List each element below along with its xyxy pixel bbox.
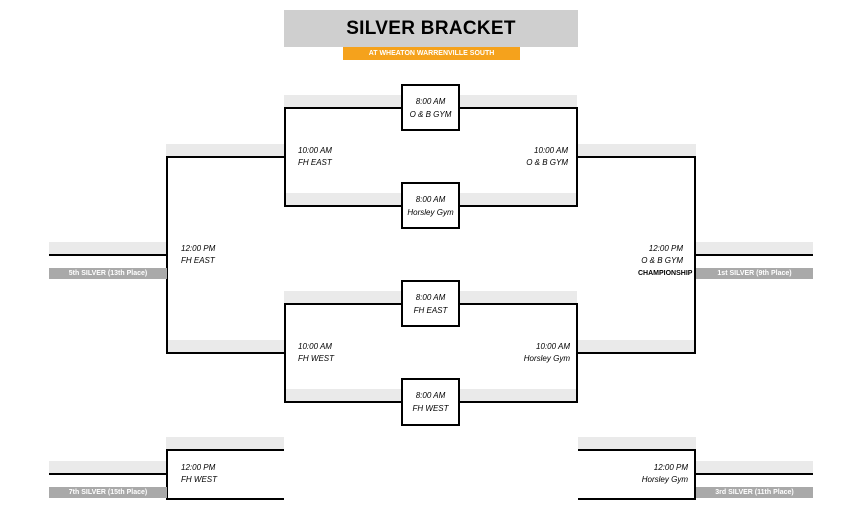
game-time: 8:00 AM <box>415 96 446 106</box>
game-venue: FH WEST <box>412 404 449 413</box>
bracket-line <box>694 254 813 256</box>
bracket-line <box>166 156 286 158</box>
bracket-line <box>578 498 696 500</box>
bracket-line <box>459 401 578 403</box>
bracket-line <box>49 473 168 475</box>
game-time: 10:00 AM <box>298 342 332 351</box>
game-q1: 10:00 AM FH EAST <box>298 145 332 169</box>
bracket-line <box>459 303 578 305</box>
game-time: 10:00 AM <box>298 146 332 155</box>
team-slot <box>284 389 402 403</box>
game-venue: O & B GYM <box>526 158 568 167</box>
game-venue: FH EAST <box>298 158 332 167</box>
game-q4: 10:00 AM Horsley Gym <box>508 341 570 365</box>
game-time: 8:00 AM <box>415 194 446 204</box>
team-slot <box>284 95 402 109</box>
game-venue: O & B GYM <box>641 256 683 265</box>
place-label-3rd: 3rd SILVER (11th Place) <box>696 487 813 498</box>
game-box-1: 8:00 AM O & B GYM <box>401 84 460 131</box>
team-slot <box>459 389 577 403</box>
bracket-line <box>459 107 578 109</box>
team-slot <box>459 291 577 305</box>
game-box-2: 8:00 AM Horsley Gym <box>401 182 460 229</box>
team-slot <box>166 144 284 158</box>
bracket-line <box>578 449 696 451</box>
game-q2: 10:00 AM O & B GYM <box>508 145 568 169</box>
place-label-1st: 1st SILVER (9th Place) <box>696 268 813 279</box>
bracket-line <box>284 107 402 109</box>
team-slot <box>696 242 813 256</box>
game-time: 12:00 PM <box>653 463 688 472</box>
game-final: 12:00 PM O & B GYM <box>620 243 683 267</box>
game-semifinal-left: 12:00 PM FH EAST <box>181 243 215 267</box>
bracket-subtitle: AT WHEATON WARRENVILLE SOUTH <box>343 47 520 60</box>
team-slot <box>696 461 813 475</box>
bracket-line <box>459 205 578 207</box>
game-time: 12:00 PM <box>648 244 683 253</box>
game-time: 8:00 AM <box>415 391 446 400</box>
game-box-3: 8:00 AM FH EAST <box>401 280 460 327</box>
team-slot <box>166 340 284 354</box>
game-venue: Horsley Gym <box>641 475 688 484</box>
team-slot <box>49 242 167 256</box>
bracket-line <box>284 401 402 403</box>
bracket-line <box>284 205 402 207</box>
team-slot <box>166 437 284 451</box>
bracket-line <box>49 254 168 256</box>
championship-label: CHAMPIONSHIP <box>638 270 693 277</box>
team-slot <box>284 291 402 305</box>
game-time: 8:00 AM <box>415 292 446 302</box>
game-venue: FH WEST <box>181 475 217 484</box>
bracket-line <box>166 498 284 500</box>
game-time: 12:00 PM <box>181 463 216 472</box>
game-venue: O & B GYM <box>409 109 452 119</box>
team-slot <box>578 340 696 354</box>
place-label-7th: 7th SILVER (15th Place) <box>49 487 167 498</box>
game-venue: Horsley Gym <box>523 354 570 363</box>
place-label-5th: 5th SILVER (13th Place) <box>49 268 167 279</box>
game-box-4: 8:00 AM FH WEST <box>401 378 460 426</box>
bracket-line <box>284 303 402 305</box>
bracket-line <box>166 449 284 451</box>
team-slot <box>578 437 696 451</box>
team-slot <box>49 461 167 475</box>
game-time: 10:00 AM <box>534 146 568 155</box>
team-slot <box>459 95 577 109</box>
game-q3: 10:00 AM FH WEST <box>298 341 334 365</box>
game-venue: FH EAST <box>413 305 448 315</box>
game-venue: Horsley Gym <box>407 207 454 217</box>
bracket-title: SILVER BRACKET <box>284 10 578 47</box>
bracket-line <box>576 352 696 354</box>
bracket-line <box>694 473 813 475</box>
team-slot <box>578 144 696 158</box>
game-consolation-right: 12:00 PM Horsley Gym <box>620 462 688 486</box>
team-slot <box>284 193 402 207</box>
team-slot <box>459 193 577 207</box>
game-time: 12:00 PM <box>181 244 216 253</box>
game-consolation-left: 12:00 PM FH WEST <box>181 462 217 486</box>
game-venue: FH WEST <box>298 354 334 363</box>
bracket-line <box>576 156 696 158</box>
game-venue: FH EAST <box>181 256 215 265</box>
bracket-line <box>166 352 286 354</box>
game-time: 10:00 AM <box>536 342 570 351</box>
